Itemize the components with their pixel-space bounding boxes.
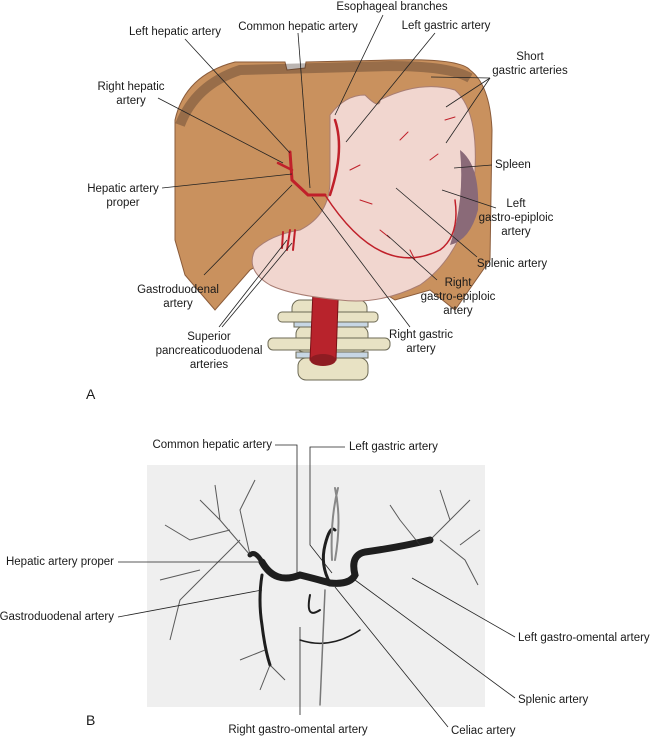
label-line: gastro-epiploic — [420, 291, 496, 303]
label-line: artery — [501, 226, 531, 238]
label-line: Right gastric — [389, 329, 453, 341]
leader-lines-a — [157, 14, 497, 328]
label-left-gastric-artery: Left gastric artery — [401, 20, 491, 32]
label-esophageal-branches: Esophageal branches — [336, 1, 448, 13]
label-line: gastro-epiploic — [478, 212, 554, 224]
label-right-gastro-epiploic-artery: Right gastro-epiploic artery — [421, 276, 496, 318]
label-line: Right hepatic — [97, 81, 165, 93]
label-b-left-gastric-artery: Left gastric artery — [349, 441, 438, 453]
label-line: Short — [516, 51, 544, 63]
label-short-gastric-arteries: Short gastric arteries — [492, 50, 567, 78]
label-b-celiac-artery: Celiac artery — [451, 725, 516, 737]
panel-letter-b: B — [86, 712, 96, 728]
label-left-hepatic-artery: Left hepatic artery — [128, 26, 222, 38]
label-line: gastric arteries — [492, 65, 568, 77]
anatomical-illustration — [174, 59, 493, 381]
label-line: artery — [163, 298, 193, 310]
label-spleen: Spleen — [495, 159, 531, 171]
label-line: artery — [406, 343, 436, 355]
label-b-splenic-artery: Splenic artery — [518, 694, 589, 706]
label-b-common-hepatic-artery: Common hepatic artery — [152, 439, 272, 451]
label-right-hepatic-artery: Right hepatic artery — [97, 80, 164, 108]
label-line: pancreaticoduodenal — [155, 345, 263, 357]
leader-lines-b — [117, 444, 516, 728]
label-line: Hepatic artery — [87, 183, 159, 195]
label-line: Superior — [187, 331, 231, 343]
label-superior-pancreaticoduodenal-arteries: Superior pancreaticoduodenal arteries — [156, 330, 263, 372]
label-right-gastric-artery: Right gastric artery — [389, 328, 453, 356]
label-line: arteries — [189, 359, 229, 371]
label-line: Right — [444, 277, 472, 289]
label-gastroduodenal-artery: Gastroduodenal artery — [137, 283, 219, 311]
arteries — [276, 116, 457, 261]
label-line: proper — [106, 197, 140, 209]
label-splenic-artery: Splenic artery — [476, 258, 548, 270]
label-line: Gastroduodenal — [137, 284, 219, 296]
label-line: Left — [506, 198, 526, 210]
label-line: artery — [443, 305, 473, 317]
angiogram — [147, 465, 485, 707]
label-line: artery — [116, 95, 146, 107]
label-hepatic-artery-proper: Hepatic artery proper — [87, 182, 159, 210]
label-b-gastroduodenal-artery: Gastroduodenal artery — [0, 611, 114, 623]
panel-letter-a: A — [86, 386, 96, 402]
label-b-left-gastro-omental-artery: Left gastro-omental artery — [518, 632, 650, 644]
label-common-hepatic-artery: Common hepatic artery — [238, 21, 358, 33]
label-left-gastro-epiploic-artery: Left gastro-epiploic artery — [479, 197, 554, 239]
label-b-right-gastro-omental-artery: Right gastro-omental artery — [228, 724, 368, 736]
label-b-hepatic-artery-proper: Hepatic artery proper — [5, 556, 114, 568]
